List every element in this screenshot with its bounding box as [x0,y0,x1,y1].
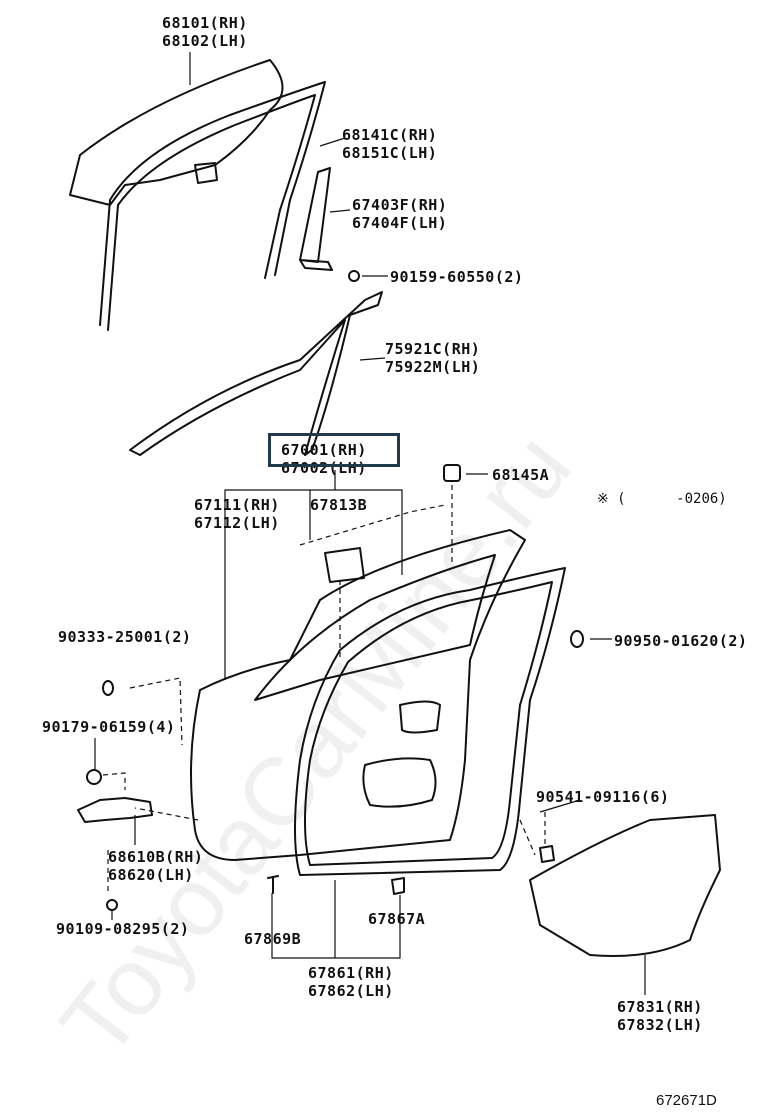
part-label-67111[interactable]: 67111(RH)67112(LH) [194,496,280,532]
part-label-90950[interactable]: 90950-01620(2) [614,632,748,650]
plug-90950 [570,630,584,648]
door-glass [69,59,284,206]
diagram-id: 672671D [656,1092,717,1109]
part-label-67001[interactable]: 67001(RH)67002(LH) [281,441,367,477]
part-label-68610b[interactable]: 68610B(RH)68620(LH) [108,848,204,884]
clip-68145 [443,464,461,482]
belt-molding [129,291,383,456]
highlight-box [268,433,400,467]
part-label-90159[interactable]: 90159-60550(2) [390,268,524,286]
part-label-67813b[interactable]: 67813B [310,496,368,514]
part-label-67869b[interactable]: 67869B [244,930,302,948]
part-label-90333[interactable]: 90333-25001(2) [58,628,192,646]
door-frame-inner [254,554,496,701]
pad-67813 [324,547,365,583]
clip-67867 [391,877,405,895]
run-channel [99,81,326,331]
bolt-90159 [348,270,360,282]
bolt-90109 [106,899,118,911]
part-label-68145a[interactable]: 68145A [492,466,550,484]
part-label-90179[interactable]: 90179-06159(4) [42,718,176,736]
screw-67869 [267,875,279,894]
date-note: ※ ( -0206) [597,491,727,507]
part-label-67403f[interactable]: 67403F(RH)67404F(LH) [352,196,448,232]
part-label-67831[interactable]: 67831(RH)67832(LH) [617,998,703,1034]
weatherstrip [294,567,566,876]
part-label-67867a[interactable]: 67867A [368,910,426,928]
part-label-90109[interactable]: 90109-08295(2) [56,920,190,938]
glass-bracket [194,162,218,184]
n-mark [86,769,102,785]
plug-90333 [102,680,114,696]
speaker-hole [399,700,441,734]
hinge [77,797,153,823]
service-hole-cover [529,814,721,957]
part-label-68101[interactable]: 68101(RH)68102(LH) [162,14,248,50]
clip-90541 [539,845,555,863]
part-label-90541[interactable]: 90541-09116(6) [536,788,670,806]
service-hole [362,757,437,808]
part-label-75921c[interactable]: 75921C(RH)75922M(LH) [385,340,481,376]
door-shell [190,529,526,861]
part-label-68141c[interactable]: 68141C(RH)68151C(LH) [342,126,438,162]
part-label-67861[interactable]: 67861(RH)67862(LH) [308,964,394,1000]
rear-sash [299,167,333,271]
